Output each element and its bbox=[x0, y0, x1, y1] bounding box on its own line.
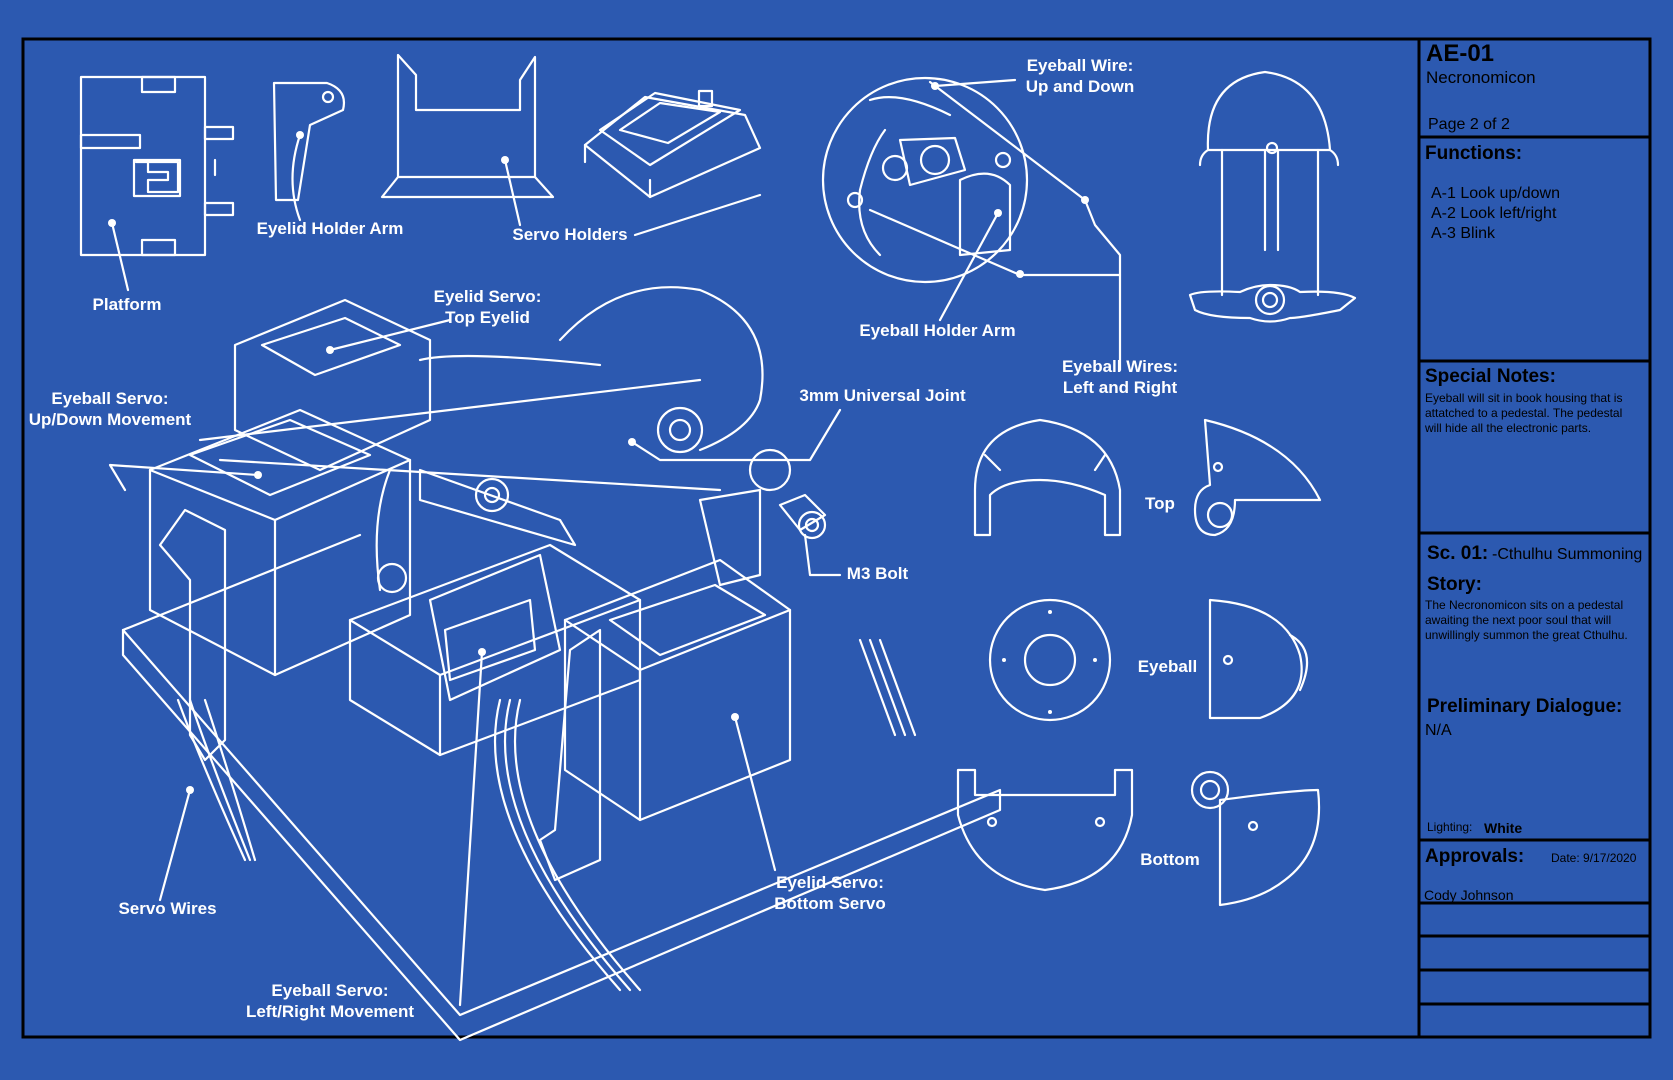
approvals-heading: Approvals: bbox=[1425, 846, 1525, 867]
label-line: Left/Right Movement bbox=[245, 1002, 415, 1021]
functions-heading: Functions: bbox=[1425, 143, 1523, 164]
label-eyeball-wires-left-right: Eyeball Wires: Left and Right bbox=[1055, 356, 1185, 398]
label-line: Eyelid Servo: bbox=[433, 287, 542, 306]
scene-value: -Cthulhu Summoning bbox=[1492, 546, 1643, 563]
sheet-border bbox=[21, 37, 1652, 1039]
dialogue-heading: Preliminary Dialogue: bbox=[1427, 696, 1623, 717]
label-bottom: Bottom bbox=[1140, 850, 1200, 869]
label-eyeball-servo-leftright: Eyeball Servo: Left/Right Movement bbox=[240, 980, 420, 1022]
story-text: The Necronomicon sits on a pedestal awai… bbox=[1425, 598, 1628, 642]
label-line: Up and Down bbox=[1025, 77, 1135, 96]
function-item: A-3 Blink bbox=[1431, 225, 1496, 242]
lighting-label: Lighting: bbox=[1427, 820, 1473, 834]
label-eyeball-holder-arm: Eyeball Holder Arm bbox=[859, 321, 1016, 340]
label-eyeball-wire-up-down: Eyeball Wire: Up and Down bbox=[1015, 55, 1145, 97]
label-line: Bottom Servo bbox=[774, 894, 886, 913]
label-line: Eyelid Servo: bbox=[776, 873, 884, 892]
label-m3-bolt: M3 Bolt bbox=[846, 564, 909, 583]
label-line: Up/Down Movement bbox=[28, 410, 192, 429]
pedestal-front-view-drawing bbox=[1188, 70, 1357, 323]
label-eyelid-servo-top: Eyelid Servo: Top Eyelid bbox=[420, 286, 555, 328]
special-notes-heading: Special Notes: bbox=[1425, 366, 1556, 387]
approval-date: Date: 9/17/2020 bbox=[1551, 851, 1637, 865]
story-heading: Story: bbox=[1427, 574, 1482, 595]
top-piece-drawing bbox=[973, 418, 1322, 537]
label-line: Eyeball Servo: bbox=[51, 389, 169, 408]
label-servo-wires: Servo Wires bbox=[118, 899, 217, 918]
label-universal-joint: 3mm Universal Joint bbox=[799, 386, 966, 405]
label-eyelid-holder-arm: Eyelid Holder Arm bbox=[256, 219, 404, 238]
eyelid-holder-arm-drawing bbox=[272, 81, 345, 222]
label-eyeball: Eyeball bbox=[1137, 657, 1198, 676]
special-notes-text: Eyeball will sit in book housing that is… bbox=[1425, 391, 1623, 435]
eyeball-piece-drawing bbox=[988, 598, 1309, 722]
label-servo-holders: Servo Holders bbox=[512, 225, 628, 244]
page-number: Page 2 of 2 bbox=[1428, 116, 1510, 133]
label-line: Eyeball Wire: bbox=[1026, 56, 1134, 75]
title-block-rules bbox=[1419, 135, 1650, 1006]
platform-part-drawing bbox=[79, 75, 235, 292]
eyeball-assembly-drawing bbox=[821, 76, 1122, 372]
dialogue-text: N/A bbox=[1425, 722, 1452, 739]
label-eyeball-servo-updown: Eyeball Servo: Up/Down Movement bbox=[25, 388, 195, 430]
function-item: A-1 Look up/down bbox=[1431, 185, 1560, 202]
label-line: Eyeball Servo: bbox=[271, 981, 389, 1000]
function-item: A-2 Look left/right bbox=[1431, 205, 1557, 222]
drawing-name: Necronomicon bbox=[1426, 68, 1536, 87]
label-platform: Platform bbox=[92, 295, 162, 314]
drawing-code: AE-01 bbox=[1426, 40, 1495, 67]
approver-name: Cody Johnson bbox=[1424, 887, 1514, 903]
servo-holders-drawing bbox=[380, 53, 762, 237]
scene-label: Sc. 01: bbox=[1427, 543, 1489, 564]
bottom-piece-drawing bbox=[956, 768, 1321, 907]
label-line: Top Eyelid bbox=[445, 308, 530, 327]
label-line: Eyeball Wires: bbox=[1061, 357, 1179, 376]
label-eyelid-servo-bottom: Eyelid Servo: Bottom Servo bbox=[760, 872, 900, 914]
lighting-value: White bbox=[1484, 820, 1523, 836]
label-line: Left and Right bbox=[1062, 378, 1178, 397]
main-assembly-drawing bbox=[108, 286, 1002, 1042]
label-top: Top bbox=[1145, 494, 1175, 513]
